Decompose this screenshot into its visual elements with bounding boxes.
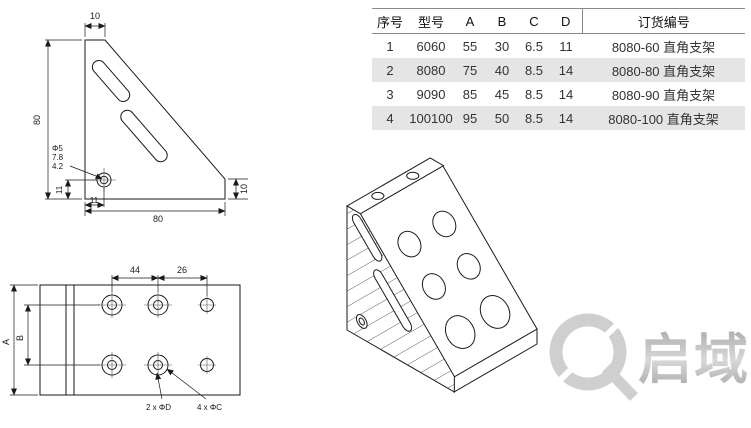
header-dim-b: B	[486, 8, 518, 34]
table-cell: 95	[462, 110, 478, 126]
bottom-view-drawing: 44 26 A B 2 x ΦD 4 x ΦC	[1, 265, 241, 412]
table-cell: 6.5	[524, 38, 544, 54]
hole-label: 7.8	[52, 153, 64, 162]
header-model: 型号	[408, 8, 454, 34]
bracket-profile-outline	[84, 39, 226, 200]
table-cell: 9090	[416, 86, 446, 102]
table-cell: 8.5	[524, 110, 544, 126]
dim-top: 10	[90, 11, 100, 21]
dim-vert-offset: 11	[55, 185, 64, 194]
table-cell: 8080-60 直角支架	[611, 39, 716, 55]
table-cell: 8.5	[524, 62, 544, 78]
header-dim-a: A	[454, 8, 486, 34]
table-cell: 75	[462, 62, 478, 78]
table-row: 2 8080 75 40 8.5 14 8080-80 直角支架	[372, 58, 745, 82]
table-cell: 8.5	[524, 86, 544, 102]
table-cell: 14	[558, 110, 574, 126]
table-cell: 14	[558, 86, 574, 102]
hole-label: Φ5	[52, 144, 63, 153]
slot-cutout	[120, 109, 168, 163]
dim-horiz-offset: 11	[90, 196, 99, 205]
table-cell: 8080	[416, 62, 446, 78]
table-cell: 8080-80 直角支架	[611, 63, 716, 79]
table-cell: 11	[559, 38, 573, 54]
base-plate-outline	[39, 284, 241, 396]
table-cell: 85	[462, 86, 478, 102]
watermark: 启域	[549, 313, 750, 401]
table-cell: 100100	[409, 110, 453, 126]
hole-label: 4.2	[52, 162, 64, 171]
dim-hole-span: 44	[130, 265, 140, 275]
table-cell: 30	[494, 38, 510, 54]
iso-corner-hole	[359, 317, 364, 326]
dim-side-span: 26	[177, 265, 187, 275]
table-cell: 55	[462, 38, 478, 54]
spec-table: 序号 型号 A B C D 订货编号 1 6060 55 30 6.5 11 8080-60…	[372, 8, 745, 130]
table-cell: 1	[386, 38, 394, 54]
dim-hole-spacing: B	[15, 335, 25, 341]
side-view-drawing: 10 80 80 10 11 11 Φ5 7.8 4.2	[32, 11, 249, 224]
table-cell: 14	[558, 62, 574, 78]
table-cell: 8080-90 直角支架	[611, 87, 716, 103]
table-row: 3 9090 85 45 8.5 14 8080-90 直角支架	[372, 82, 745, 106]
slot-cutout	[91, 60, 131, 102]
table-header-row: 序号 型号 A B C D 订货编号	[372, 8, 745, 34]
header-index: 序号	[372, 8, 408, 34]
header-dim-c: C	[518, 8, 550, 34]
table-cell: 4	[386, 110, 394, 126]
table-body: 1 6060 55 30 6.5 11 8080-60 直角支架 2 8080 75 40 8.5 14…	[372, 34, 745, 130]
dim-width: A	[1, 339, 11, 345]
iso-slot-cutout	[350, 213, 384, 263]
header-dim-d: D	[550, 8, 582, 34]
hole-leader-line	[69, 165, 103, 180]
table-cell: 50	[494, 110, 510, 126]
iso-profile-face	[305, 135, 555, 400]
table-cell: 6060	[416, 38, 446, 54]
table-row: 1 6060 55 30 6.5 11 8080-60 直角支架	[372, 34, 745, 59]
side-holes	[198, 296, 216, 374]
brand-q-icon	[549, 313, 638, 401]
dim-left: 80	[32, 115, 42, 125]
table-cell: 2	[386, 62, 394, 78]
callout-d-holes: 2 x ΦD	[146, 403, 171, 412]
dim-bottom: 80	[153, 214, 163, 224]
isometric-view-drawing	[305, 135, 555, 400]
table-row: 4 100100 95 50 8.5 14 8080-100 直角支架	[372, 106, 745, 130]
callout-c-holes: 4 x ΦC	[197, 403, 222, 412]
dim-right: 10	[239, 184, 249, 194]
iso-slot-cutout	[372, 268, 414, 333]
table-cell: 8080-100 直角支架	[608, 111, 719, 127]
table-cell: 40	[494, 62, 510, 78]
header-order-code: 订货编号	[581, 8, 745, 34]
table-cell: 45	[494, 86, 510, 102]
table-cell: 3	[386, 86, 394, 102]
brand-name: 启域	[638, 330, 750, 390]
